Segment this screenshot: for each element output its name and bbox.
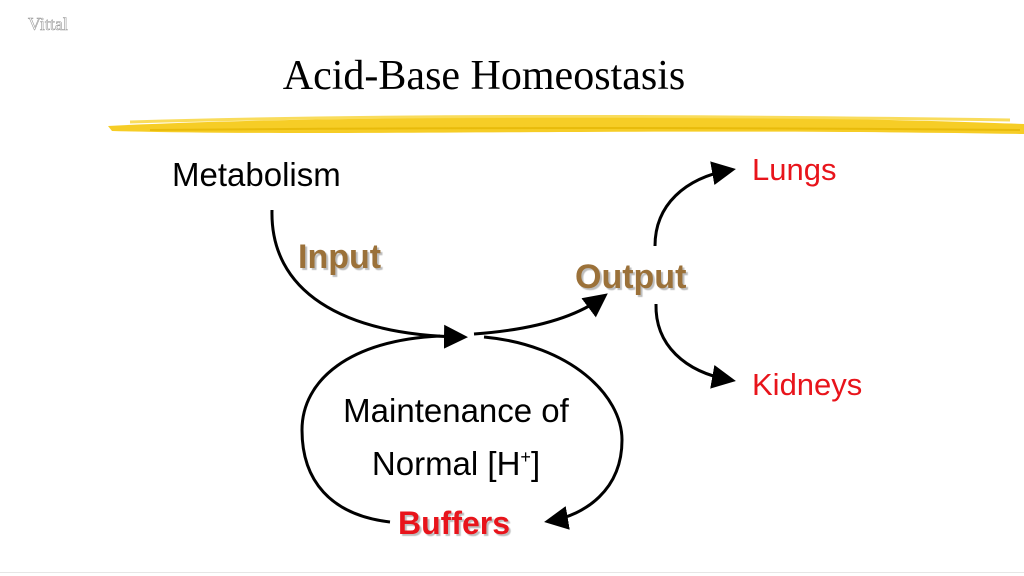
node-lungs: Lungs xyxy=(752,152,837,187)
return-arrow xyxy=(300,334,441,524)
maintenance-close: ] xyxy=(530,445,541,482)
output-arrow xyxy=(473,293,608,336)
label-input: Input xyxy=(298,238,382,276)
maintenance-line-1: Maintenance of xyxy=(343,392,569,429)
maintenance-normal: Normal [H xyxy=(371,445,521,482)
highlight-band xyxy=(108,114,1024,134)
maintenance-superscript: + xyxy=(520,447,531,467)
node-buffers: Buffers xyxy=(398,505,511,541)
watermark: Vittal xyxy=(28,14,69,35)
maintenance-line-2: Normal [H+] xyxy=(306,434,606,487)
node-maintenance: Maintenance of Normal [H+] xyxy=(306,388,606,487)
node-metabolism: Metabolism xyxy=(172,156,341,193)
lungs-arrow xyxy=(653,161,736,247)
input-arrow xyxy=(270,209,468,349)
kidneys-arrow xyxy=(654,303,736,389)
page-title: Acid-Base Homeostasis xyxy=(282,53,686,99)
bottom-divider xyxy=(0,572,1024,573)
node-kidneys: Kidneys xyxy=(752,367,863,402)
buffers-arrow xyxy=(483,335,624,530)
label-output: Output xyxy=(575,258,687,296)
